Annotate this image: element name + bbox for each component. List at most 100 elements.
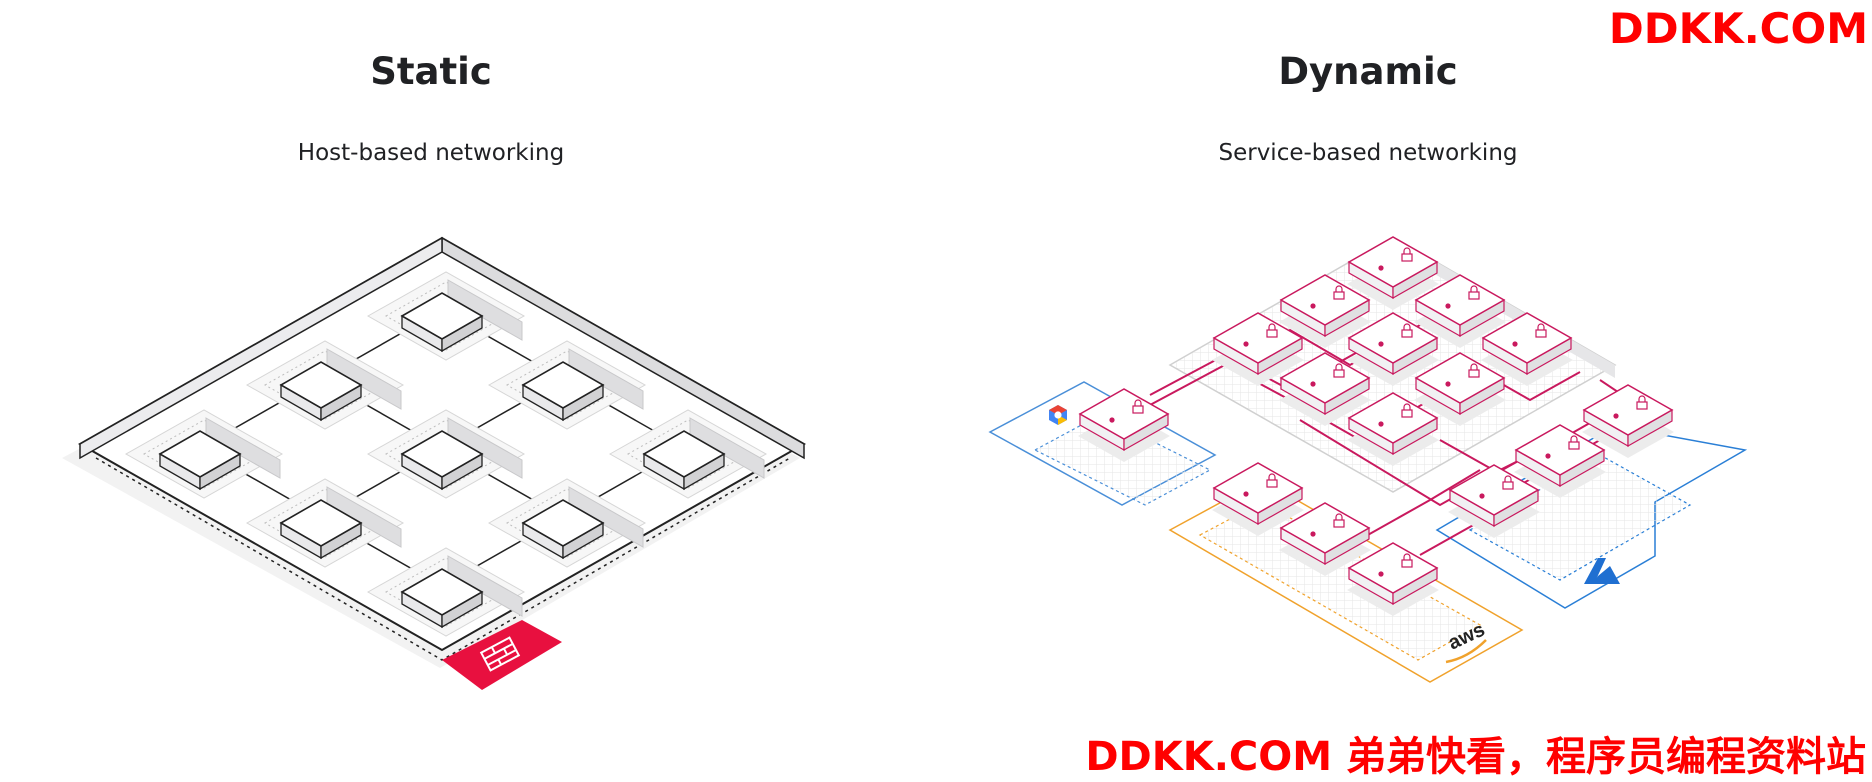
host-top	[400, 430, 484, 478]
service-top	[1279, 274, 1371, 326]
service-dot	[1445, 303, 1451, 309]
host	[487, 340, 647, 430]
host-top	[158, 430, 242, 478]
azure-region	[1435, 425, 1748, 609]
lock-icon	[1333, 285, 1345, 300]
host	[608, 409, 768, 499]
service-dot	[1479, 493, 1485, 499]
host-top	[521, 361, 605, 409]
service-top	[1212, 462, 1304, 514]
host-pad-inner	[505, 350, 629, 420]
lock-icon	[1333, 513, 1345, 528]
service	[1514, 424, 1606, 498]
service	[1347, 312, 1439, 386]
host-top	[400, 292, 484, 340]
service-dot	[1445, 381, 1451, 387]
service-dot	[1512, 341, 1518, 347]
service-dot	[1613, 413, 1619, 419]
static-platform-side-left	[79, 236, 443, 460]
lock-icon	[1266, 323, 1278, 338]
lock-icon	[1401, 553, 1413, 568]
service	[1212, 462, 1304, 536]
lock-icon	[1468, 363, 1480, 378]
service-top	[1078, 388, 1170, 440]
service-dot	[1310, 303, 1316, 309]
host-wall	[447, 417, 523, 479]
service-dot	[1109, 417, 1115, 423]
host-top	[279, 361, 363, 409]
host-wall	[326, 348, 402, 410]
service-top	[1279, 352, 1371, 404]
firewall-icon	[479, 636, 521, 672]
service-top	[1414, 352, 1506, 404]
service-dot	[1378, 341, 1384, 347]
watermark-top: DDKK.COM	[1608, 4, 1868, 53]
lock-icon	[1636, 395, 1648, 410]
dynamic-diagram: aws	[988, 236, 1748, 683]
service	[1582, 384, 1674, 458]
host-wall	[326, 486, 402, 548]
service	[1347, 392, 1439, 466]
service-dot	[1545, 453, 1551, 459]
host-pad-inner	[263, 350, 387, 420]
azure-logo-icon	[1584, 558, 1620, 584]
service-top	[1347, 312, 1439, 364]
host	[366, 271, 526, 361]
service	[1414, 352, 1506, 426]
static-diagram	[62, 236, 807, 690]
service-dot	[1378, 571, 1384, 577]
lock-icon	[1401, 403, 1413, 418]
host-top	[279, 499, 363, 547]
host-pad-inner	[505, 488, 629, 558]
service-dot	[1243, 341, 1249, 347]
service	[1481, 312, 1573, 386]
service-top	[1347, 542, 1439, 594]
host-top	[521, 499, 605, 547]
lock-icon	[1266, 473, 1278, 488]
lock-icon	[1401, 323, 1413, 338]
watermark-bottom: DDKK.COM 弟弟快看，程序员编程资料站	[1085, 734, 1866, 780]
service-top	[1279, 502, 1371, 554]
service	[1414, 274, 1506, 348]
service-dot	[1243, 491, 1249, 497]
service	[1279, 502, 1371, 576]
lock-icon	[1468, 285, 1480, 300]
host	[245, 340, 405, 430]
service	[1212, 312, 1304, 386]
host-pad-inner	[384, 281, 508, 351]
lock-icon	[1535, 323, 1547, 338]
lock-icon	[1333, 363, 1345, 378]
service	[1279, 352, 1371, 426]
dynamic-title: Dynamic	[1278, 50, 1458, 93]
dynamic-subtitle: Service-based networking	[1218, 140, 1518, 166]
service	[1078, 388, 1170, 462]
service	[1347, 542, 1439, 616]
host-wall	[568, 486, 644, 548]
host	[124, 409, 284, 499]
host-wall	[447, 555, 523, 617]
lock-icon	[1401, 247, 1413, 262]
host-top	[400, 568, 484, 616]
host-pad-inner	[626, 419, 750, 489]
host	[487, 478, 647, 568]
aws-smile-icon	[1445, 639, 1487, 664]
service-top	[1347, 392, 1439, 444]
service-top	[1582, 384, 1674, 436]
lock-icon	[1502, 475, 1514, 490]
host-pad-inner	[263, 488, 387, 558]
service-dot	[1310, 381, 1316, 387]
host-pad-inner	[142, 419, 266, 489]
firewall-tile	[442, 620, 562, 690]
service	[1448, 464, 1540, 538]
host	[366, 409, 526, 499]
static-subtitle: Host-based networking	[297, 140, 565, 166]
service-top	[1481, 312, 1573, 364]
service-dot	[1310, 531, 1316, 537]
host	[245, 478, 405, 568]
firewall	[442, 620, 562, 690]
service	[1347, 236, 1439, 310]
service-top	[1514, 424, 1606, 476]
static-title: Static	[370, 50, 492, 93]
lock-icon	[1132, 399, 1144, 414]
